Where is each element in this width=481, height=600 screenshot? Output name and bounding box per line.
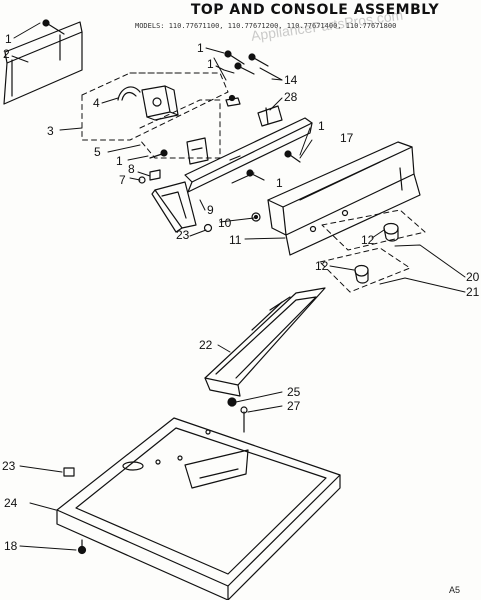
callout-25: 25: [287, 385, 301, 399]
callout-7: 7: [119, 173, 126, 187]
assembly-group-outlines: [81, 72, 426, 293]
callout-23-upper: 23: [176, 228, 190, 242]
callout-leader-lines: [11, 22, 466, 551]
callout-2: 2: [3, 47, 10, 61]
callout-1-left: 1: [116, 154, 123, 168]
timer-part: [117, 85, 179, 121]
knob-part: [354, 222, 399, 284]
console-bracket-part: [184, 105, 313, 193]
console-back-panel-part: [3, 21, 83, 105]
diagram-title: TOP AND CONSOLE ASSEMBLY: [190, 2, 440, 18]
model-numbers: MODELS: 110.77671100, 110.77671200, 110.…: [135, 22, 397, 30]
callout-21: 21: [466, 285, 480, 299]
callout-3: 3: [47, 124, 54, 138]
callout-11: 11: [229, 233, 242, 247]
callout-27: 27: [287, 399, 301, 413]
callout-8: 8: [128, 162, 135, 176]
control-console-part: [267, 141, 421, 256]
callout-24: 24: [4, 496, 18, 510]
callout-14: 14: [284, 73, 298, 87]
figure-code: A5: [449, 585, 461, 595]
callout-5: 5: [94, 145, 101, 159]
callout-1-top-left: 1: [5, 32, 12, 46]
callout-1-top-right-second: 1: [207, 57, 214, 71]
callout-12-upper: 12: [361, 233, 375, 247]
callout-12-lower: 12: [315, 259, 329, 273]
door-part: [204, 287, 326, 397]
mounting-bracket-part: [151, 181, 197, 233]
callout-1-right: 1: [318, 119, 325, 133]
callout-10: 10: [218, 216, 232, 230]
callout-18: 18: [4, 539, 18, 553]
callout-4: 4: [93, 96, 100, 110]
callout-9: 9: [207, 203, 214, 217]
top-panel-part: [56, 417, 341, 600]
hardware-parts: [42, 19, 301, 555]
callout-23-lower: 23: [2, 459, 16, 473]
callout-1-top-right: 1: [197, 41, 204, 55]
callout-17: 17: [340, 131, 354, 145]
callout-1-center: 1: [276, 176, 283, 190]
callout-20: 20: [466, 270, 480, 284]
callout-28: 28: [284, 90, 298, 104]
callout-22: 22: [199, 338, 213, 352]
